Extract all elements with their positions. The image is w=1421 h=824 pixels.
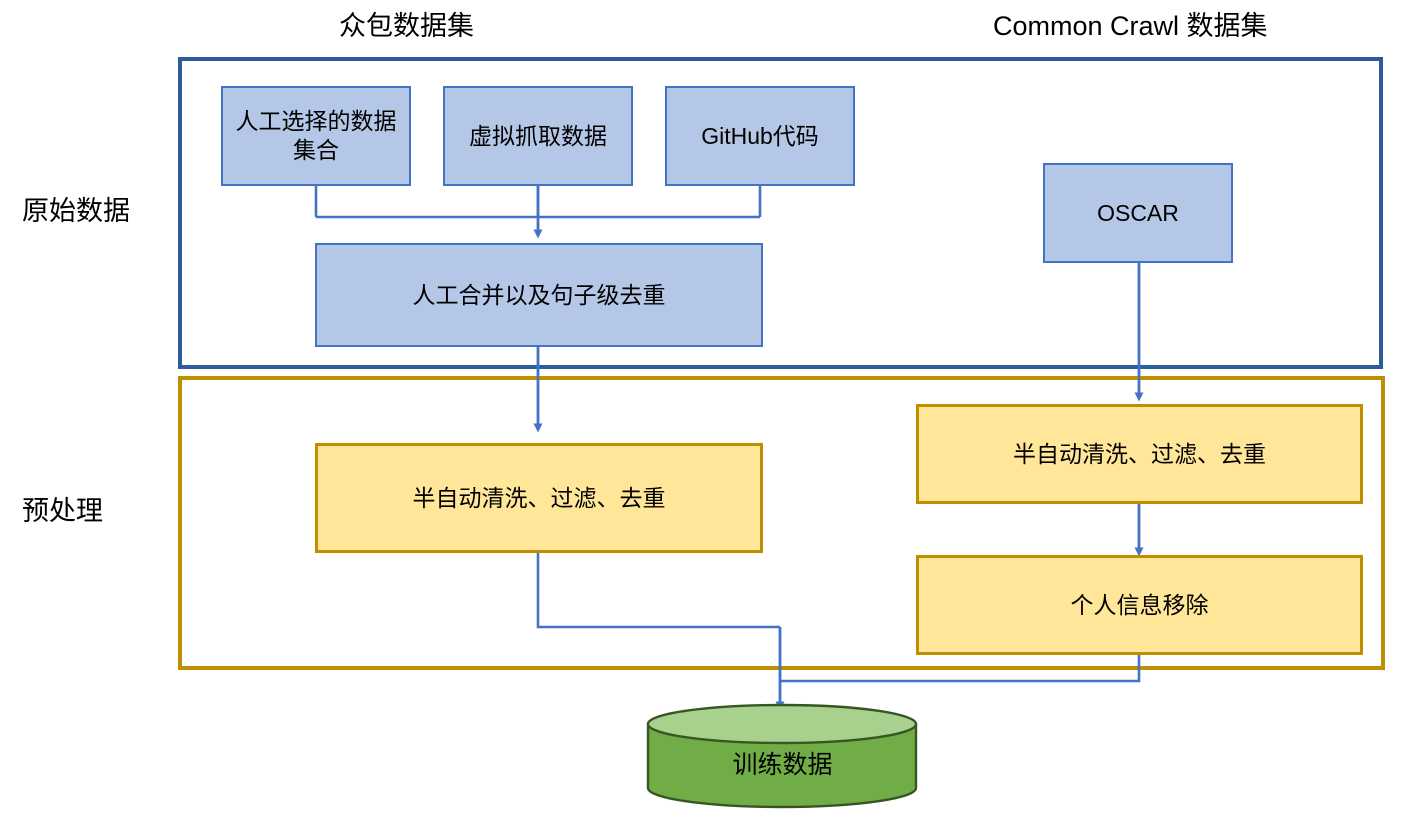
raw-data-row-label: 原始数据 <box>22 196 130 226</box>
node-manual-selected-datasets[interactable]: 人工选择的数据集合 <box>221 86 411 186</box>
preprocessing-row-label: 预处理 <box>22 496 103 526</box>
node-semi-auto-clean-right[interactable]: 半自动清洗、过滤、去重 <box>916 404 1363 504</box>
node-oscar[interactable]: OSCAR <box>1043 163 1233 263</box>
node-label: 半自动清洗、过滤、去重 <box>1013 440 1266 467</box>
node-label: GitHub代码 <box>701 122 819 149</box>
node-pii-removal[interactable]: 个人信息移除 <box>916 555 1363 655</box>
common-crawl-dataset-title: Common Crawl 数据集 <box>993 11 1268 41</box>
node-label: 人工合并以及句子级去重 <box>412 281 666 308</box>
node-label: OSCAR <box>1097 199 1179 226</box>
crowdsourced-dataset-title: 众包数据集 <box>339 11 474 41</box>
raw-data-container <box>178 57 1383 369</box>
node-virtual-crawled-data[interactable]: 虚拟抓取数据 <box>443 86 633 186</box>
node-semi-auto-clean-left[interactable]: 半自动清洗、过滤、去重 <box>315 443 763 553</box>
node-label: 半自动清洗、过滤、去重 <box>412 484 666 511</box>
node-label: 训练数据 <box>732 751 833 779</box>
node-manual-merge-sentence-dedup[interactable]: 人工合并以及句子级去重 <box>315 243 763 347</box>
node-label: 个人信息移除 <box>1070 591 1209 618</box>
node-training-data-cylinder[interactable]: 训练数据 <box>645 703 920 809</box>
node-label: 人工选择的数据集合 <box>235 108 397 163</box>
node-github-code[interactable]: GitHub代码 <box>665 86 855 186</box>
node-label: 虚拟抓取数据 <box>469 122 607 149</box>
cylinder-shape <box>646 703 918 809</box>
